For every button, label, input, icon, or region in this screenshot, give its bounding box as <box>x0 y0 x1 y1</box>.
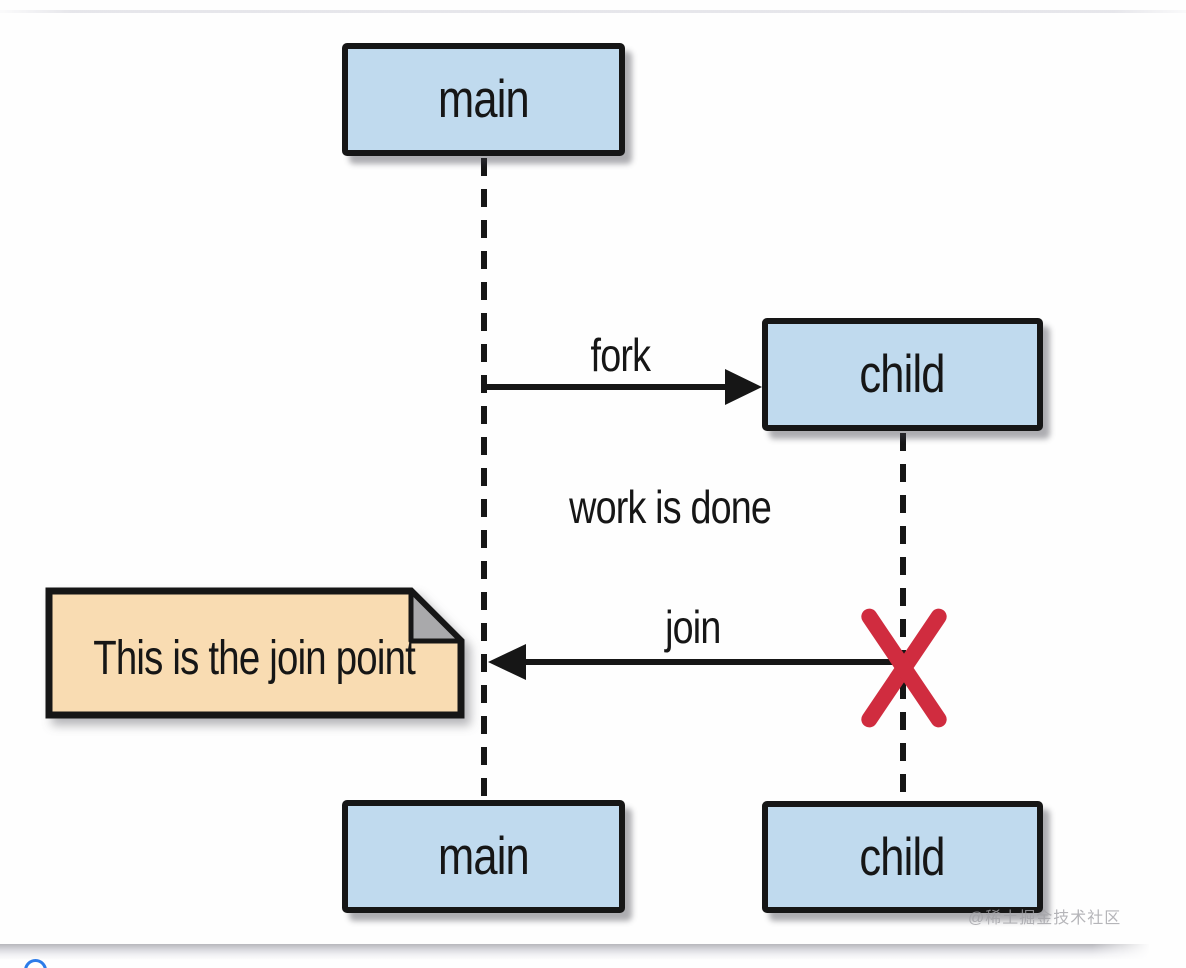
actor-label-child-top: child <box>859 345 946 404</box>
child-lifeline <box>900 433 906 801</box>
note-box <box>45 587 465 719</box>
main-lifeline <box>481 158 487 800</box>
fork-arrowhead-icon <box>725 369 762 405</box>
fork-arrow-line <box>487 384 727 390</box>
join-message-label: join <box>665 601 721 653</box>
top-edge-hairline <box>0 10 1186 13</box>
actor-label-main-top: main <box>438 70 530 129</box>
join-arrowhead-icon <box>488 644 526 680</box>
bottom-edge-shadow <box>0 944 1150 960</box>
clipped-blue-circle-icon <box>24 959 47 968</box>
actor-label-main-bottom: main <box>438 827 530 886</box>
watermark-text: @稀土掘金技术社区 <box>968 910 1122 927</box>
join-arrow-line <box>520 659 902 665</box>
work-is-done-label: work is done <box>569 481 772 533</box>
actor-box-child-top: child <box>762 318 1043 431</box>
note-text: This is the join point <box>93 631 416 685</box>
fork-message-label: fork <box>590 329 650 381</box>
note-fold-icon <box>408 588 464 644</box>
actor-box-main-bottom: main <box>342 800 625 913</box>
actor-box-child-bottom: child <box>762 801 1043 913</box>
actor-box-main-top: main <box>342 43 625 156</box>
actor-label-child-bottom: child <box>859 827 946 887</box>
